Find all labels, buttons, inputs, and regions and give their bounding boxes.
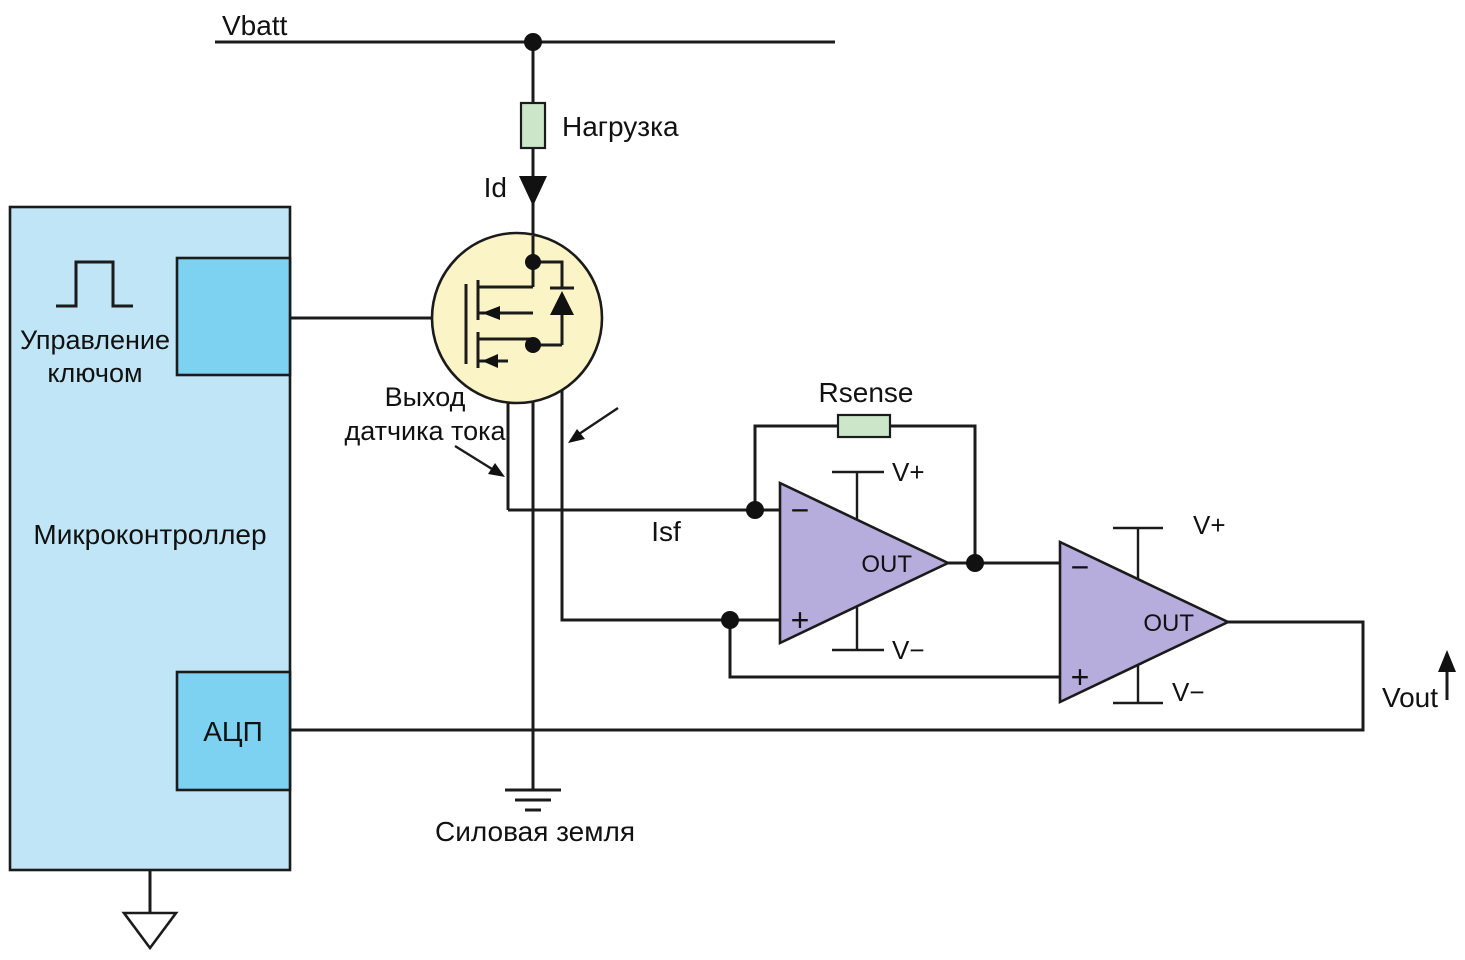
junction-dot (525, 337, 541, 353)
rsense-group: Rsense (819, 377, 914, 439)
gate-driver-port (175, 256, 292, 377)
annotation-arrow-line (454, 444, 493, 471)
rsense-label: Rsense (819, 377, 914, 408)
switch-control-label-line1: Управление (20, 325, 170, 355)
opamp-2-triangle (1058, 539, 1232, 705)
opamp-1-inverting-input-label: − (791, 492, 810, 528)
junction-dots (524, 33, 984, 629)
junction-dot (525, 254, 541, 270)
vbatt-label: Vbatt (222, 10, 288, 41)
junction-dot (524, 33, 542, 51)
rsense-resistor (836, 413, 892, 439)
adc-label: АЦП (203, 716, 263, 747)
adc-port (175, 670, 292, 792)
annotation-arrow-icon-2 (568, 429, 585, 443)
opamp-2-noninverting-input-label: + (1071, 659, 1090, 695)
opamp-2: − + OUT V+ V− (1058, 510, 1232, 707)
annotation-arrow-icon (488, 463, 505, 477)
vout-label: Vout (1382, 682, 1438, 713)
body-diode-icon (550, 291, 574, 315)
mosfet-source-arrow-icon (482, 306, 500, 320)
opamp-1: − + OUT V+ V− (778, 457, 952, 665)
power-rail-wires (215, 40, 835, 812)
sense-output-annotation: Выход датчика тока (344, 382, 619, 477)
microcontroller-block: Управление ключом Микроконтроллер АЦП (8, 205, 292, 951)
id-current-label: Id (484, 172, 507, 203)
sense-output-label-line1: Выход (385, 382, 466, 412)
opamp-2-vminus-label: V− (1172, 677, 1205, 707)
sense-mosfet-symbol (430, 231, 604, 405)
mosfet-body-circle (430, 231, 604, 405)
load-resistor-group: Нагрузка (519, 101, 679, 150)
id-arrow-down-icon (519, 176, 547, 206)
switch-control-label-line2: ключом (47, 358, 142, 388)
vout-arrow-up-icon (1438, 650, 1456, 672)
opamp-supply-pins (832, 470, 1163, 705)
sense-signal-wires (506, 345, 1060, 679)
opamp-2-vplus-label: V+ (1193, 510, 1226, 540)
pulse-waveform-icon (56, 260, 133, 308)
opamp-1-triangle (778, 480, 952, 646)
opamp-1-vminus-label: V− (892, 635, 925, 665)
opamp-1-noninverting-input-label: + (791, 602, 810, 638)
mcu-ground-icon (121, 911, 179, 951)
sense-output-label-line2: датчика тока (344, 416, 506, 446)
annotation-arrow-line-2 (578, 407, 619, 435)
vout-group: Vout (1382, 650, 1456, 713)
mcu-label: Микроконтроллер (33, 519, 266, 550)
opamp-1-vplus-label: V+ (892, 457, 925, 487)
junction-dot (721, 611, 739, 629)
isf-current-label: Isf (651, 516, 681, 547)
load-resistor (519, 101, 547, 150)
power-ground-label: Силовая земля (435, 816, 635, 847)
sense-source-arrow-icon (482, 354, 498, 368)
junction-dot (746, 501, 764, 519)
load-label: Нагрузка (562, 111, 679, 142)
opamp-1-out-label: OUT (861, 551, 912, 578)
opamp-2-inverting-input-label: − (1071, 549, 1090, 585)
junction-dot (966, 554, 984, 572)
opamp-2-out-label: OUT (1143, 610, 1194, 637)
